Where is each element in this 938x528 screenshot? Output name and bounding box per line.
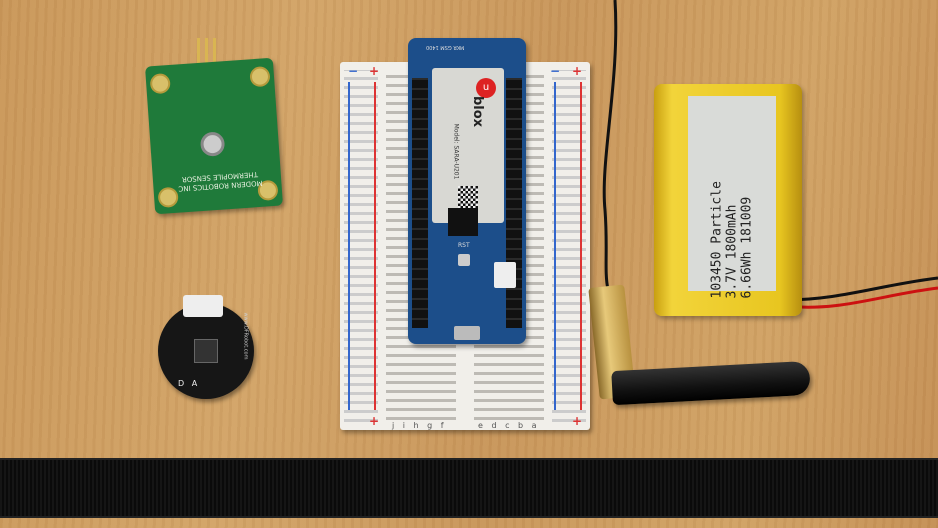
battery-label: 103450 Particle 3.7V 1800mAh 6.66Wh 1810… bbox=[688, 96, 776, 299]
plus-sign: + bbox=[369, 64, 380, 78]
jst-connector bbox=[183, 295, 223, 317]
battery-text-line: 103450 Particle bbox=[709, 181, 725, 299]
reset-label: RST bbox=[458, 242, 470, 249]
plus-sign: + bbox=[571, 64, 582, 78]
micro-usb-port bbox=[454, 326, 480, 340]
minus-sign: − bbox=[549, 64, 560, 78]
microcontroller-chip bbox=[448, 208, 478, 236]
battery-connector bbox=[494, 262, 516, 288]
pin-labels: D A bbox=[178, 379, 198, 388]
plus-sign: + bbox=[369, 414, 380, 428]
battery-text-line: 3.7V 1800mAh bbox=[724, 204, 740, 299]
ublox-module: u blox Model: SARA-U201 bbox=[432, 68, 504, 223]
reset-button[interactable] bbox=[458, 254, 470, 266]
round-sensor-board: www.DFRobot.com D A bbox=[158, 295, 254, 399]
chip bbox=[194, 339, 218, 363]
battery-wire-red bbox=[784, 286, 938, 309]
antenna-cable bbox=[602, 0, 618, 291]
qr-code bbox=[458, 186, 478, 208]
battery-wire-black bbox=[784, 276, 938, 302]
arduino-mkr-gsm-board: MKR GSM 1400 u blox Model: SARA-U201 RST bbox=[408, 38, 526, 344]
column-labels: e d c b a bbox=[478, 421, 540, 430]
ublox-logo: u bbox=[476, 78, 496, 98]
minus-sign: − bbox=[348, 64, 359, 78]
rail-line-red bbox=[580, 82, 582, 410]
plus-sign: + bbox=[571, 414, 582, 428]
pin-header bbox=[412, 78, 428, 328]
battery-text-line: 6.66Wh 181009 bbox=[739, 196, 755, 299]
lipo-battery: 103450 Particle 3.7V 1800mAh 6.66Wh 1810… bbox=[654, 84, 802, 316]
column-labels: j i h g f bbox=[392, 421, 447, 430]
rail-line-blue bbox=[554, 82, 556, 410]
rail-line-red bbox=[374, 82, 376, 410]
rail-line-blue bbox=[348, 82, 350, 410]
elastic-strap bbox=[0, 458, 938, 518]
